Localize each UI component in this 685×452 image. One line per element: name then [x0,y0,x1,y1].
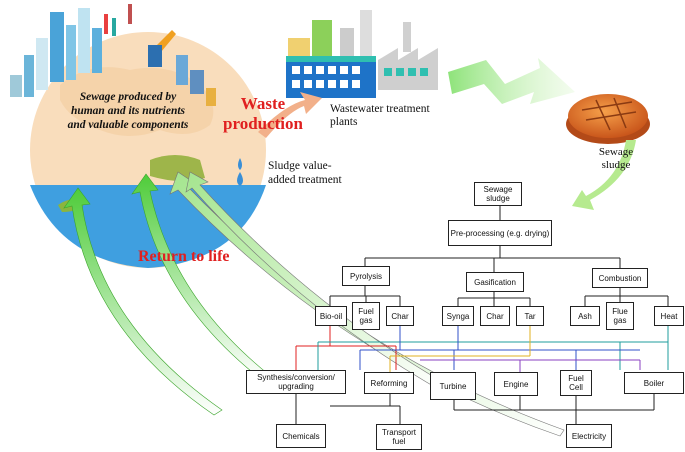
box-fuel-cell: Fuel Cell [560,370,592,396]
box-pyrolysis: Pyrolysis [342,266,390,286]
box-gasification: Gasification [466,272,524,292]
water-drop-icon [237,158,243,186]
box-synthesis: Synthesis/conversion/ upgrading [246,370,346,394]
box-combustion: Combustion [592,268,648,288]
return-to-life-label: Return to life [138,248,230,265]
box-char-2: Char [480,306,510,326]
box-fuel-gas: Fuel gas [352,302,380,330]
waste-arrow [258,92,322,138]
return-arrow-4 [185,171,447,391]
box-flue-gas: Flue gas [606,302,634,330]
wastewater-plants-label: Wastewater treatment plants [330,103,430,128]
box-sewage-sludge: Sewage sludge [474,182,522,206]
box-transport-fuel: Transport fuel [376,424,422,450]
box-bio-oil: Bio-oil [315,306,347,326]
city-skyline-icon [10,4,216,106]
return-arrow-1 [63,187,223,416]
box-ash: Ash [570,306,600,326]
sewage-sludge-icon [566,94,650,144]
earth-caption: Sewage produced by human and its nutrien… [67,91,189,131]
box-preprocessing: Pre-processing (e.g. drying) [448,220,552,246]
box-electricity: Electricity [566,424,612,448]
sludge-treatment-label: Sludge value-added treatment [268,160,342,186]
flowchart-connectors [295,205,669,424]
box-boiler: Boiler [624,372,684,394]
sewage-sludge-label: Sewage sludge [598,146,634,171]
box-heat: Heat [654,306,684,326]
box-turbine: Turbine [430,372,476,400]
box-reforming: Reforming [364,372,414,394]
zigzag-arrow [448,58,575,104]
box-tar: Tar [516,306,544,326]
sludge-down-arrow [572,140,636,210]
return-arrow-2 [131,173,269,381]
box-engine: Engine [494,372,538,396]
waste-production-label: Waste production [223,94,303,133]
box-char-1: Char [386,306,414,326]
box-synga: Synga [442,306,474,326]
factory-icon [286,10,438,98]
box-chemicals: Chemicals [276,424,326,448]
